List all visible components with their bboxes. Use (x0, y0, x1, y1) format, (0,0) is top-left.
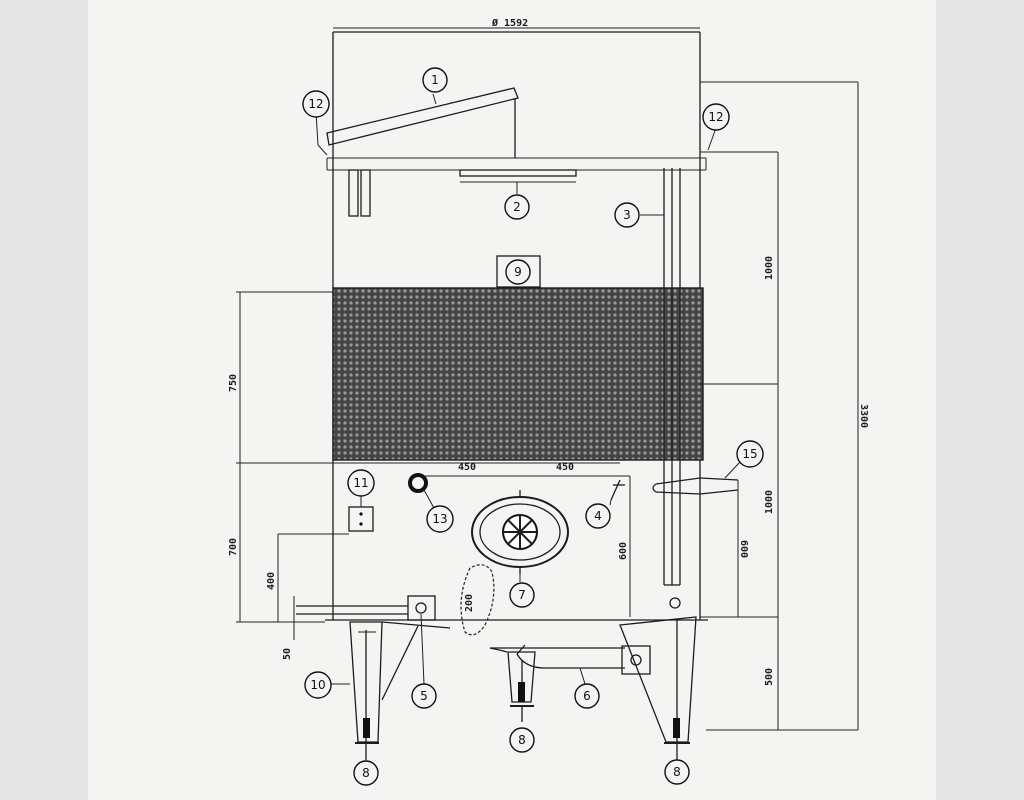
dim-door-height: 600 (618, 542, 629, 560)
dim-level-height: 600 (738, 540, 749, 558)
svg-text:12: 12 (708, 110, 723, 124)
dim-half-left: 450 (458, 462, 476, 473)
dim-valve-50: 50 (282, 648, 293, 660)
sample-valve (408, 473, 428, 493)
svg-text:8: 8 (518, 733, 526, 747)
dim-diameter: Ø 1592 (491, 17, 528, 29)
manhole-door (471, 490, 569, 574)
racking-valve (652, 477, 739, 495)
callout-8-right: 8 (664, 759, 690, 785)
dimension-labels: Ø 1592 3300 1000 1000 500 750 700 400 50… (228, 17, 869, 686)
svg-text:4: 4 (594, 509, 602, 523)
clearance-oval (460, 564, 495, 636)
svg-text:6: 6 (583, 689, 591, 703)
callout-1: 1 (422, 67, 448, 93)
svg-text:11: 11 (353, 476, 368, 490)
dimension-lines (236, 27, 859, 731)
callout-12-right: 12 (702, 103, 730, 131)
dim-jacket-height: 750 (228, 374, 239, 392)
right-leg (619, 616, 697, 760)
dim-offset-200: 200 (464, 594, 475, 612)
svg-text:1: 1 (431, 73, 439, 87)
svg-text:8: 8 (673, 765, 681, 779)
middle-leg (507, 651, 536, 722)
svg-text:13: 13 (432, 512, 447, 526)
callout-8-middle: 8 (509, 727, 535, 753)
svg-text:5: 5 (420, 689, 428, 703)
callout-11: 11 (347, 469, 375, 497)
top-fitting (459, 169, 577, 183)
dim-total-height: 3300 (858, 404, 869, 428)
probe (610, 479, 625, 501)
cooling-jacket (332, 287, 704, 461)
dim-leg-height: 500 (764, 668, 775, 686)
callout-5: 5 (411, 683, 437, 709)
dim-valve-400: 400 (266, 572, 277, 590)
callout-6: 6 (574, 683, 600, 709)
callout-12-left: 12 (302, 90, 330, 118)
dim-door-zone: 700 (228, 538, 239, 556)
lid (326, 87, 519, 217)
callout-2: 2 (504, 194, 530, 220)
dim-middle-height: 1000 (764, 490, 775, 514)
bottom-outlet (296, 595, 436, 621)
level-pipe (663, 168, 681, 609)
svg-text:10: 10 (310, 678, 325, 692)
callout-4: 4 (585, 503, 611, 529)
leader-lines (315, 93, 741, 685)
callout-10: 10 (304, 671, 332, 699)
callout-15: 15 (736, 440, 764, 468)
dim-top-height: 1000 (764, 256, 775, 280)
valve-box (348, 506, 374, 532)
svg-text:15: 15 (742, 447, 757, 461)
svg-text:3: 3 (623, 208, 631, 222)
drawing-sheet: Ø 1592 3300 1000 1000 500 750 700 400 50… (88, 0, 936, 800)
svg-text:7: 7 (518, 588, 526, 602)
callout-9: 9 (505, 259, 531, 285)
svg-text:8: 8 (362, 766, 370, 780)
callout-8-left: 8 (353, 760, 379, 786)
thermometer-box (496, 255, 541, 288)
svg-text:2: 2 (513, 200, 521, 214)
svg-text:9: 9 (514, 265, 522, 279)
callout-13: 13 (426, 505, 454, 533)
tank-diagram: Ø 1592 3300 1000 1000 500 750 700 400 50… (228, 17, 869, 786)
outlet-pipe (489, 644, 651, 675)
callout-7: 7 (509, 582, 535, 608)
callout-3: 3 (614, 202, 640, 228)
left-leg (349, 621, 451, 760)
svg-text:12: 12 (308, 97, 323, 111)
dim-half-right: 450 (556, 462, 574, 473)
